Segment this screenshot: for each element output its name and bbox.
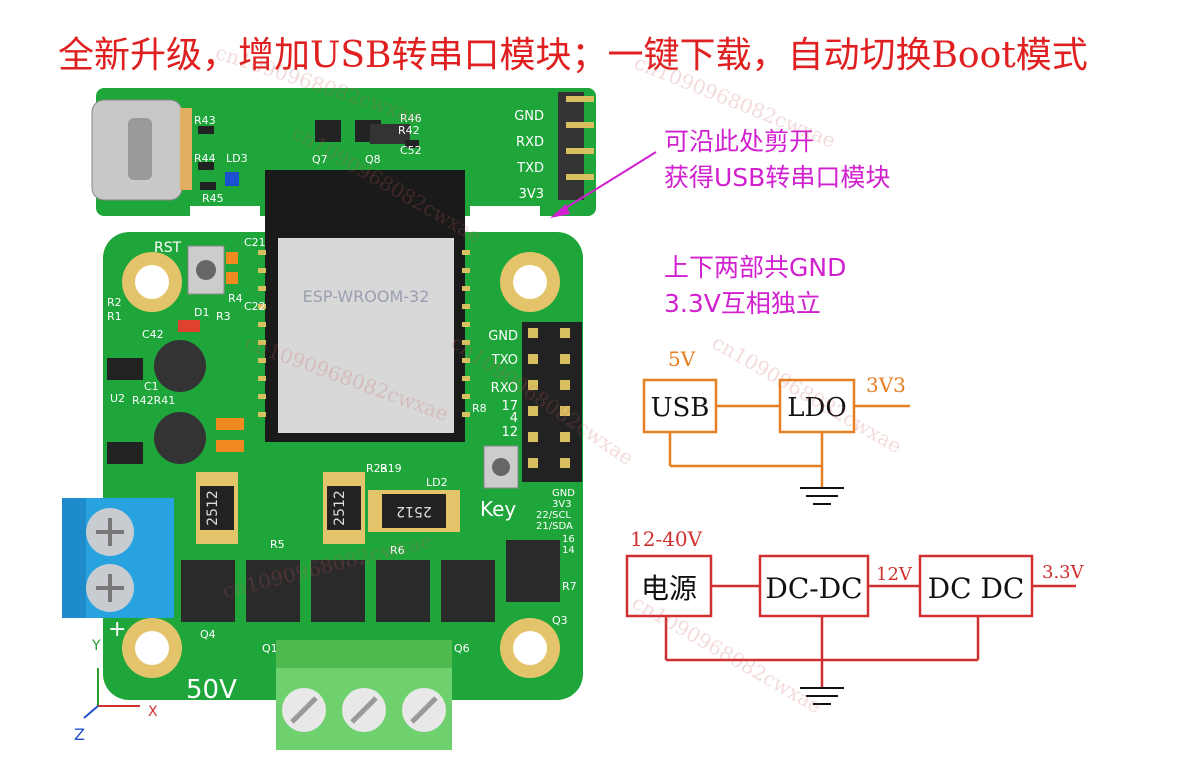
mid-voltage-label: 12V (876, 564, 913, 585)
resistor-2512-c: 2512 (368, 490, 460, 532)
gpio2-pin-4: 21/SDA (536, 521, 573, 532)
ref-R2: R2 (107, 296, 122, 309)
usb-serial-header (558, 92, 594, 200)
ref-R45: R45 (202, 192, 224, 205)
dcdc1-block-label: DC-DC (765, 572, 862, 605)
usb-serial-board (96, 88, 596, 216)
axis-z-label: Z (74, 725, 85, 744)
usb-c-connector (91, 99, 192, 201)
usb-header-pin-2: RXD (516, 135, 544, 150)
gpio-pin-4: 17 (501, 399, 518, 414)
gpio-pin-5: 4 (510, 411, 518, 426)
gnd-note: 上下两部共GND 3.3V互相独立 (664, 250, 846, 322)
axis-y-label: Y (91, 638, 101, 654)
ref-R19: R19 (380, 462, 402, 475)
key-label: Key (480, 497, 516, 521)
ldo-block-label: LDO (787, 393, 846, 423)
top-schematic (642, 378, 910, 488)
svg-text:2512: 2512 (332, 490, 348, 526)
ref-LD3: LD3 (226, 152, 248, 165)
gpio2-pin-1: GND (552, 488, 575, 499)
ref-U2: U2 (110, 392, 125, 405)
usb-header-pin-3: TXD (516, 161, 544, 176)
gnd-note-line-1: 上下两部共GND (664, 253, 847, 282)
ref-Q3: Q3 (552, 614, 568, 627)
voltage-mark: 50V (186, 675, 237, 705)
rst-label: RST (154, 240, 182, 256)
axis-triad (83, 668, 140, 719)
ref-R42R41: R42R41 (132, 394, 175, 407)
input-terminal-block (62, 498, 174, 618)
ref-Q8: Q8 (365, 153, 381, 166)
bottom-input-label: 12-40V (630, 527, 703, 551)
gpio-pin-2: TXO (491, 353, 518, 368)
cut-note: 可沿此处剪开 获得USB转串口模块 (664, 124, 890, 196)
ref-R43: R43 (194, 114, 216, 127)
ref-D1: D1 (194, 306, 209, 319)
page-title: 全新升级，增加USB转串口模块；一键下载，自动切换Boot模式 (58, 35, 1088, 76)
bottom-ground (800, 687, 844, 705)
ref-R5: R5 (270, 538, 285, 551)
inductor-2 (154, 412, 206, 464)
bottom-schematic (625, 554, 1076, 688)
ref-R4: R4 (228, 292, 243, 305)
ref-R1: R1 (107, 310, 122, 323)
gpio2-pin-6: 14 (562, 545, 575, 556)
ref-Q1: Q1 (262, 642, 278, 655)
key-button (483, 445, 519, 489)
gpio-pin-6: 12 (501, 425, 518, 440)
power-block-label: 电源 (641, 572, 697, 605)
output-terminal-block (276, 640, 452, 750)
usb-header-pin-4: 3V3 (519, 187, 544, 202)
ref-R3: R3 (216, 310, 231, 323)
ref-C22: C22 (244, 300, 266, 313)
gnd-note-line-2: 3.3V互相独立 (664, 289, 821, 318)
svg-text:2512: 2512 (205, 490, 221, 526)
top-output-label: 3V3 (866, 373, 906, 397)
ref-R7: R7 (562, 580, 577, 593)
module-label: ESP-WROOM-32 (303, 287, 430, 306)
rst-button (187, 245, 225, 295)
gpio2-pin-5: 16 (562, 534, 575, 545)
gpio-pin-3: RXO (491, 381, 518, 396)
axis-x-label: X (148, 704, 158, 720)
ref-C52: C52 (400, 144, 422, 157)
gpio-header (522, 322, 582, 482)
ref-Q7: Q7 (312, 153, 328, 166)
resistor-2512-a: 2512 (196, 472, 238, 544)
gpio2-pin-3: 22/SCL (536, 510, 571, 521)
ref-R46: R46 (400, 112, 422, 125)
ref-Q4: Q4 (200, 628, 216, 641)
cut-note-line-1: 可沿此处剪开 (664, 127, 815, 156)
esp32-module (258, 170, 470, 442)
ref-R42: R42 (398, 124, 420, 137)
usb-block-label: USB (651, 393, 710, 423)
bottom-output-label: 3.3V (1042, 562, 1085, 583)
ref-R6: R6 (390, 544, 405, 557)
cut-arrow (550, 151, 657, 218)
top-ground (800, 487, 844, 505)
ref-Q6: Q6 (454, 642, 470, 655)
dcdc2-block-label: DC DC (928, 572, 1025, 605)
cut-note-line-2: 获得USB转串口模块 (664, 163, 891, 192)
usb-header-pin-1: GND (514, 109, 544, 124)
inductor-1 (154, 340, 206, 392)
mosfet-row (181, 540, 560, 622)
svg-text:2512: 2512 (396, 503, 432, 519)
gpio-pin-1: GND (488, 329, 518, 344)
ref-C42: C42 (142, 328, 164, 341)
ref-R23: R23 (366, 462, 388, 475)
gpio2-pin-2: 3V3 (552, 499, 572, 510)
ref-LD2: LD2 (426, 476, 448, 489)
ref-R44: R44 (194, 152, 216, 165)
terminal-plus: + (108, 617, 126, 642)
ref-C21: C21 (244, 236, 266, 249)
ref-R8: R8 (472, 402, 487, 415)
resistor-2512-b: 2512 (323, 472, 365, 544)
top-input-label: 5V (668, 347, 696, 371)
ref-C1: C1 (144, 380, 159, 393)
